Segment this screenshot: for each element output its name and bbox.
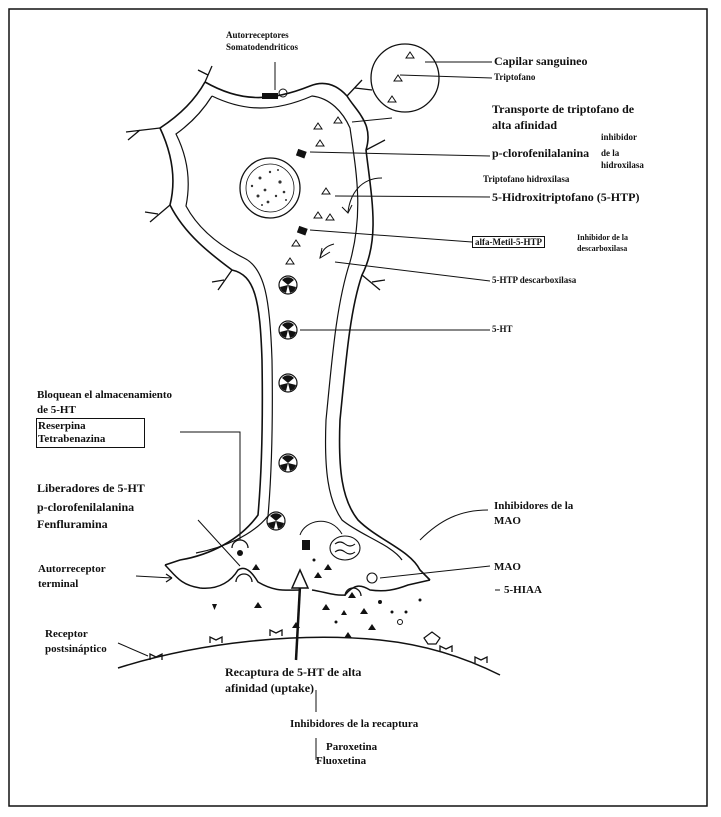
inhibidor-hidroxilasa-label-3: hidroxilasa [601, 160, 644, 170]
fluoxetina-label: Fluoxetina [316, 755, 366, 768]
mitochondrion [330, 536, 377, 583]
tetrabenazina-label: Tetrabenazina [38, 433, 105, 446]
bloquean-label-2: de 5-HT [37, 404, 76, 417]
inhibidor-hidroxilasa-label-1: inhibidor [601, 132, 637, 142]
triptofano-label: Triptofano [494, 72, 535, 82]
receptor-postsinaptico-label-1: Receptor [45, 628, 88, 641]
fenfluramina-label: Fenfluramina [37, 517, 108, 531]
figure-frame [9, 9, 707, 806]
bloquean-label-1: Bloquean el almacenamiento [37, 389, 172, 402]
alfa-metil-label: alfa-Metil-5-HTP [472, 236, 545, 248]
mao-label: MAO [494, 561, 521, 574]
synaptic-cleft-serotonin [212, 559, 422, 639]
leader-lines [118, 62, 500, 760]
pcpa-block-mark [296, 149, 307, 159]
autorreceptores-label-1: Autorreceptores [226, 30, 289, 40]
metabolite-hexagon [424, 632, 440, 644]
htp-label: 5-Hidroxitriptofano (5-HTP) [492, 190, 639, 204]
liberadores-pclorofenil-label: p-clorofenilalanina [37, 500, 134, 514]
liberadores-label: Liberadores de 5-HT [37, 481, 145, 495]
inhibidores-mao-label-1: Inhibidores de la [494, 500, 573, 513]
dendrite-right [347, 80, 385, 290]
paroxetina-label: Paroxetina [326, 741, 377, 754]
recaptura-label-1: Recaptura de 5-HT de alta [225, 665, 361, 679]
storage-blockers-box: Reserpina Tetrabenazina [36, 418, 145, 448]
autorreceptor-terminal-label-2: terminal [38, 578, 78, 591]
alfa-metil-block-mark [297, 226, 308, 236]
htp-descarboxilasa-label: 5-HTP descarboxilasa [492, 275, 576, 285]
pclorofenilalanina-label: p-clorofenilalanina [492, 146, 589, 160]
reuptake-arrow [292, 570, 308, 660]
recaptura-label-2: afinidad (uptake) [225, 681, 314, 695]
ht5-label: 5-HT [492, 324, 513, 334]
reserpina-label: Reserpina [38, 420, 86, 433]
inhibidor-decarboxilasa-label-1: Inhibidor de la [577, 233, 628, 243]
blood-capillary [371, 44, 439, 112]
autorreceptores-label-2: Somatodendriticos [226, 42, 298, 52]
hiaa-label: 5-HIAA [504, 584, 542, 597]
transporte-label-2: alta afinidad [492, 118, 557, 132]
receptor-postsinaptico-label-2: postsináptico [45, 643, 107, 656]
inhibidores-mao-label-2: MAO [494, 515, 521, 528]
serotonin-vesicles [267, 276, 297, 530]
capilar-label: Capilar sanguineo [494, 54, 587, 68]
inhibidor-hidroxilasa-label-2: de la [601, 148, 619, 158]
inhibidor-decarboxilasa-label-2: descarboxilasa [577, 244, 627, 254]
dendrite-top-left [126, 66, 232, 290]
transporte-label-1: Transporte de triptofano de [492, 102, 634, 116]
autorreceptor-terminal-label-1: Autorreceptor [38, 563, 106, 576]
triptofano-hidroxilasa-label: Triptofano hidroxilasa [483, 174, 569, 184]
mao-inhibitor-block-mark [302, 540, 310, 550]
inhibidores-recaptura-label: Inhibidores de la recaptura [290, 718, 418, 731]
